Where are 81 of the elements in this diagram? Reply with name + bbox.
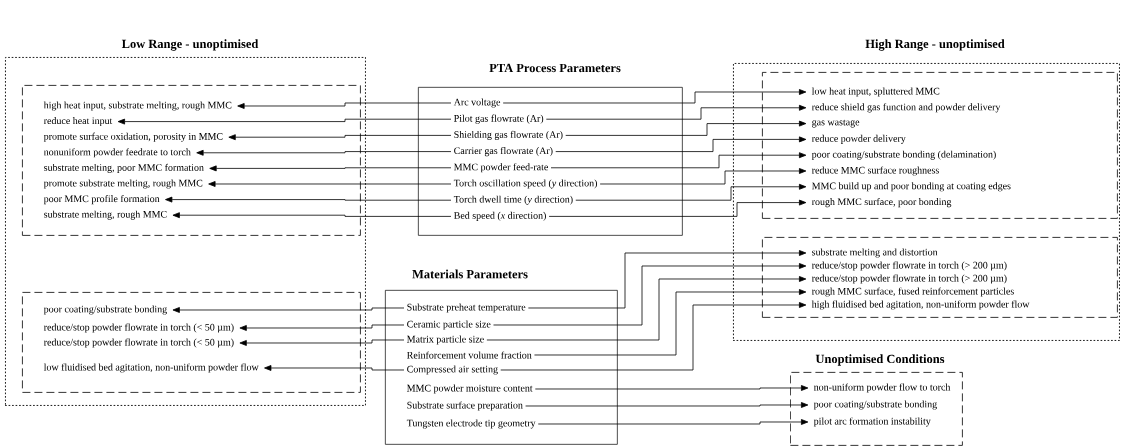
dashed-box	[22, 292, 361, 393]
list-item: reduce/stop powder flowrate in torch (< 50 µm)	[43, 323, 234, 333]
list-item: poor MMC profile formation	[43, 195, 160, 205]
arrow	[196, 149, 452, 156]
arrow	[534, 289, 807, 356]
list-item: Pilot gas flowrate (Ar)	[454, 114, 544, 124]
list-item: Substrate preheat temperature	[407, 303, 526, 313]
list-item: low heat input, spluttered MMC	[811, 87, 940, 97]
arrow	[545, 104, 807, 120]
list-item: poor coating/substrate bonding	[43, 305, 167, 315]
list-item: Matrix particle size	[407, 335, 484, 345]
list-item: pilot arc formation instability	[813, 417, 931, 427]
arrow	[502, 89, 807, 104]
arrow	[555, 136, 807, 152]
section-heading: Unoptimised Conditions	[815, 354, 945, 366]
arrow	[534, 385, 809, 391]
arrow	[599, 168, 807, 185]
arrow	[209, 165, 452, 172]
list-item: Reinforcement volume fraction	[407, 351, 532, 359]
list-item: reduce/stop powder flowrate in torch (< 50 µm)	[43, 338, 234, 348]
list-item: MMC powder moisture content	[407, 384, 533, 394]
list-item: reduce shield gas function and powder delivery	[811, 103, 1001, 113]
list-item: high fluidised bed agitation, non-uniform powder flow	[811, 300, 1030, 310]
dashed-box	[22, 85, 361, 236]
list-item: reduce heat input	[43, 117, 113, 127]
section-heading: PTA Process Parameters	[489, 63, 621, 73]
arrow	[208, 181, 452, 187]
list-item: gas wastage	[812, 119, 860, 128]
list-item: promote surface oxidation, porosity in MMC	[43, 132, 223, 142]
list-item: non-uniform powder flow to torch	[813, 383, 951, 393]
arrow	[548, 199, 807, 217]
list-item: poor coating/substrate bonding	[813, 400, 937, 410]
arrow	[527, 250, 807, 309]
list-item: Torch dwell time (y direction)	[453, 195, 573, 205]
arrow	[228, 134, 452, 141]
arrow	[239, 324, 405, 331]
list-item: poor coating/substrate bonding (delamination)	[811, 150, 996, 160]
arrow	[500, 302, 807, 371]
list-item: Substrate surface preparation	[407, 401, 523, 411]
list-item: reduce/stop powder flowrate in torch (> 200 µm)	[811, 261, 1007, 271]
list-item: high heat input, substrate melting, rough MMC	[43, 101, 232, 111]
arrow	[165, 196, 452, 203]
list-item: Arc voltage	[453, 98, 501, 108]
list-item: reduce/stop powder flowrate in torch (> 200 µm)	[811, 274, 1007, 284]
dashed-box	[762, 237, 1118, 318]
list-item: Tungsten electrode tip geometry	[406, 419, 536, 429]
list-item: Compressed air setting	[407, 365, 498, 375]
arrow	[575, 183, 807, 201]
list-item: reduce powder delivery	[811, 134, 906, 144]
list-item: Torch oscillation speed (y direction)	[453, 179, 597, 189]
arrow	[537, 419, 809, 425]
arrow	[565, 120, 807, 136]
list-item: MMC build up and poor bonding at coating edges	[812, 182, 1011, 192]
list-item: low fluidised bed agitation, non-uniform powder flow	[43, 363, 259, 373]
list-item: substrate melting, poor MMC formation	[44, 163, 204, 173]
section-heading: High Range - unoptimised	[865, 39, 1005, 51]
section-heading: Low Range - unoptimised	[121, 39, 259, 51]
list-item: Shielding gas flowrate (Ar)	[454, 130, 563, 140]
arrow	[172, 307, 405, 313]
list-item: MMC powder feed-rate	[454, 163, 548, 173]
arrow	[237, 102, 452, 109]
list-item: substrate melting, rough MMC	[44, 210, 167, 220]
section-heading: Materials Parameters	[412, 269, 528, 279]
list-item: rough MMC surface, poor bonding	[811, 198, 952, 208]
arrow	[525, 402, 809, 408]
arrow	[117, 118, 452, 125]
list-item: promote substrate melting, rough MMC	[43, 179, 203, 189]
list-item: Carrier gas flowrate (Ar)	[454, 147, 553, 157]
arrow	[486, 276, 807, 341]
list-item: Bed speed (x direction)	[454, 211, 546, 221]
dashed-box	[762, 72, 1118, 219]
arrow	[239, 339, 405, 346]
arrow	[264, 365, 405, 371]
arrow	[550, 152, 807, 169]
list-item: rough MMC surface, fused reinforcement particles	[811, 287, 1014, 297]
list-item: reduce MMC surface roughness	[811, 166, 939, 176]
arrow	[172, 212, 452, 219]
list-item: substrate melting and distortion	[812, 248, 938, 258]
list-item: Ceramic particle size	[407, 320, 491, 330]
arrow	[493, 263, 807, 326]
list-item: nonuniform powder feedrate to torch	[43, 148, 191, 158]
